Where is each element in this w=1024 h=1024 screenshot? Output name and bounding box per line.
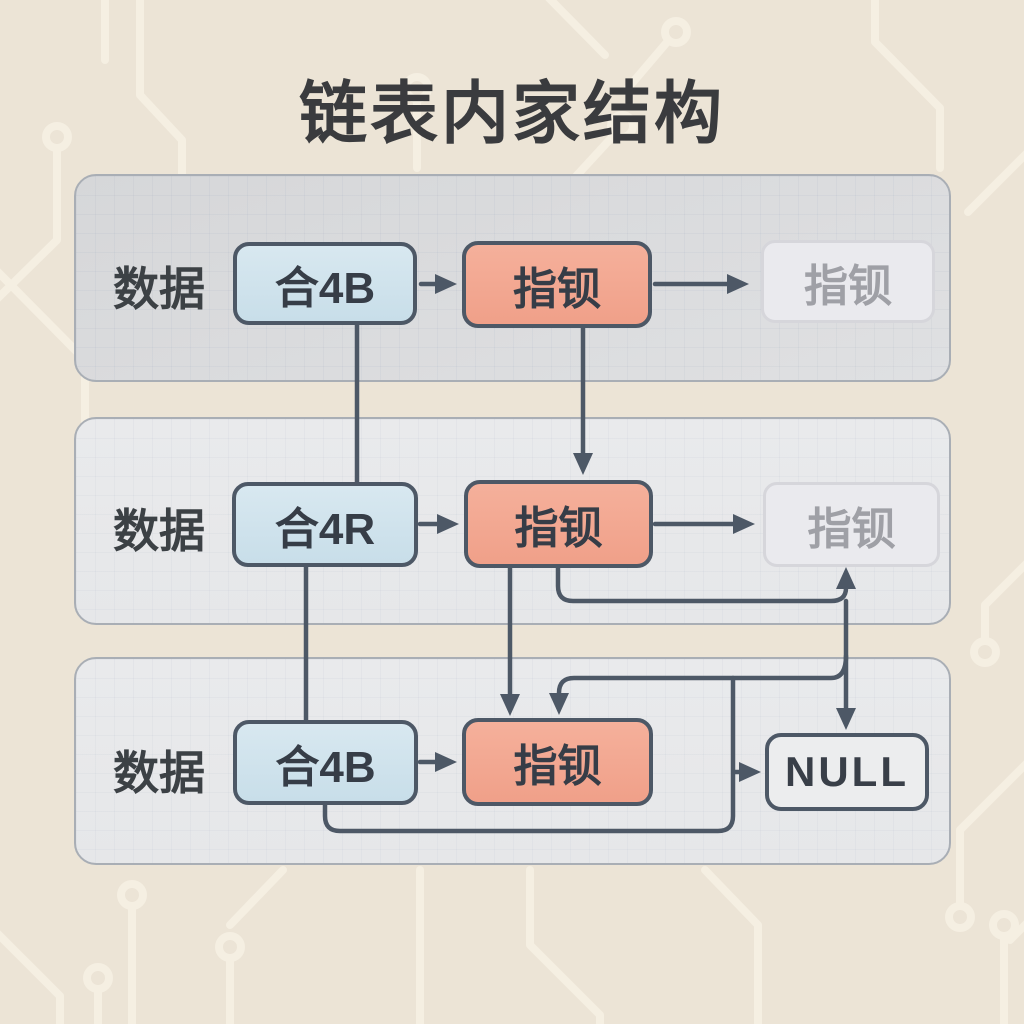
null-box: NULL bbox=[765, 733, 929, 811]
diagram-title: 链表内家结构 bbox=[298, 76, 725, 152]
arrow-r2-pointer-loop-to-ghost bbox=[555, 563, 856, 604]
row2-data-box: 合4R bbox=[232, 482, 418, 567]
row2-ghost-pointer-box: 指钡 bbox=[763, 482, 940, 567]
row1-data-label: 数据 bbox=[113, 263, 205, 315]
row1-data-box: 合4B bbox=[233, 242, 417, 325]
link-r3-bottom-loop bbox=[322, 675, 736, 834]
connector-group bbox=[303, 274, 856, 834]
row1-pointer-box: 指钡 bbox=[462, 241, 652, 328]
row3-pointer-box: 指钡 bbox=[462, 718, 653, 806]
arrow-loop-to-r3-pointer bbox=[549, 653, 849, 715]
row3-data-box: 合4B bbox=[233, 720, 418, 805]
row3-data-label: 数据 bbox=[113, 747, 205, 799]
row2-pointer-box: 指钡 bbox=[464, 480, 653, 568]
row1-ghost-pointer-box: 指钡 bbox=[761, 240, 935, 323]
row2-data-label: 数据 bbox=[113, 505, 205, 557]
